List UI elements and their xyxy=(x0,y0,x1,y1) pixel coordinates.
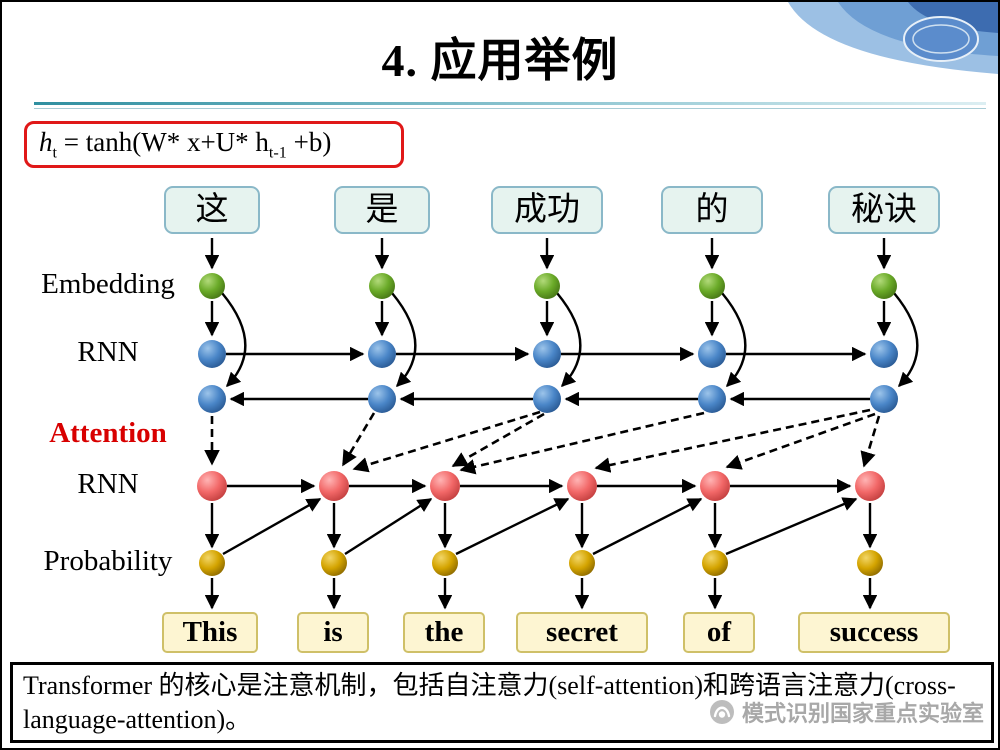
target-word-box: the xyxy=(403,612,485,653)
decoder-node xyxy=(700,471,730,501)
decoder-nodes xyxy=(197,471,885,501)
formula-mid: = tanh(W* x+U* h xyxy=(57,126,269,157)
source-to-embedding-arrows xyxy=(204,238,892,270)
badge-inner-ring xyxy=(912,24,970,54)
page-title: 4. 应用举例 xyxy=(381,35,619,86)
embedding-node xyxy=(534,273,560,299)
encoder-forward-nodes xyxy=(198,340,898,368)
footer-note-box: Transformer 的核心是注意机制，包括自注意力(self-attenti… xyxy=(10,662,994,743)
encoder-backward-nodes xyxy=(198,385,898,413)
row-label-attention: Attention xyxy=(49,417,167,449)
probability-to-decoder-feedback-arrows xyxy=(222,497,858,556)
decoder-node xyxy=(319,471,349,501)
rnn-formula-box: ht = tanh(W* x+U* ht-1 +b) xyxy=(24,121,404,168)
encoder-node xyxy=(533,340,561,368)
watermark: 模式识别国家重点实验室 xyxy=(709,696,984,728)
formula-h: h xyxy=(39,126,53,157)
probability-nodes xyxy=(199,550,883,576)
formula-sub-t1: t-1 xyxy=(268,143,287,162)
embedding-node xyxy=(871,273,897,299)
embedding-node xyxy=(369,273,395,299)
probability-node xyxy=(199,550,225,576)
corner-swoosh-decoration xyxy=(788,2,998,74)
encoder-node xyxy=(198,340,226,368)
encoder-node xyxy=(870,385,898,413)
embedding-to-backward-encoder-curves xyxy=(221,292,919,388)
source-word-box: 成功 xyxy=(491,186,603,234)
target-word-box: is xyxy=(297,612,369,653)
target-word-box: of xyxy=(683,612,755,653)
title-divider xyxy=(34,102,986,105)
embedding-to-encoder-arrows xyxy=(204,301,892,337)
encoder-node xyxy=(368,385,396,413)
source-word-box: 的 xyxy=(661,186,763,234)
encoder-node xyxy=(698,340,726,368)
row-label-probability: Probability xyxy=(43,545,173,577)
decoder-node xyxy=(197,471,227,501)
row-label-embedding: Embedding xyxy=(41,268,175,300)
footer-note-text: Transformer 的核心是注意机制，包括自注意力(self-attenti… xyxy=(23,671,956,735)
probability-node xyxy=(857,550,883,576)
encoder-node xyxy=(368,340,396,368)
watermark-text: 模式识别国家重点实验室 xyxy=(741,701,984,726)
decoder-to-probability-arrows xyxy=(204,503,878,549)
probability-node xyxy=(432,550,458,576)
probability-node xyxy=(321,550,347,576)
lab-logo-icon xyxy=(709,699,735,725)
decoder-node xyxy=(567,471,597,501)
encoder-node xyxy=(198,385,226,413)
formula-tail: +b) xyxy=(286,126,332,157)
embedding-node xyxy=(699,273,725,299)
embedding-nodes xyxy=(199,273,897,299)
decoder-node xyxy=(855,471,885,501)
decoder-node xyxy=(430,471,460,501)
row-label-encoder-rnn: RNN xyxy=(77,336,139,368)
encoder-node xyxy=(698,385,726,413)
encoder-node xyxy=(870,340,898,368)
formula-sub-t: t xyxy=(52,143,58,162)
embedding-node xyxy=(199,273,225,299)
title-divider-thin xyxy=(34,108,986,109)
row-label-decoder-rnn: RNN xyxy=(77,468,139,500)
source-word-box: 这 xyxy=(164,186,260,234)
probability-node xyxy=(702,550,728,576)
attention-arrows xyxy=(204,408,881,475)
probability-node xyxy=(569,550,595,576)
target-word-box: secret xyxy=(516,612,648,653)
encoder-node xyxy=(533,385,561,413)
probability-to-output-arrows xyxy=(204,578,878,610)
source-word-box: 秘诀 xyxy=(828,186,940,234)
target-word-box: This xyxy=(162,612,258,653)
source-word-box: 是 xyxy=(334,186,430,234)
target-word-box: success xyxy=(798,612,950,653)
